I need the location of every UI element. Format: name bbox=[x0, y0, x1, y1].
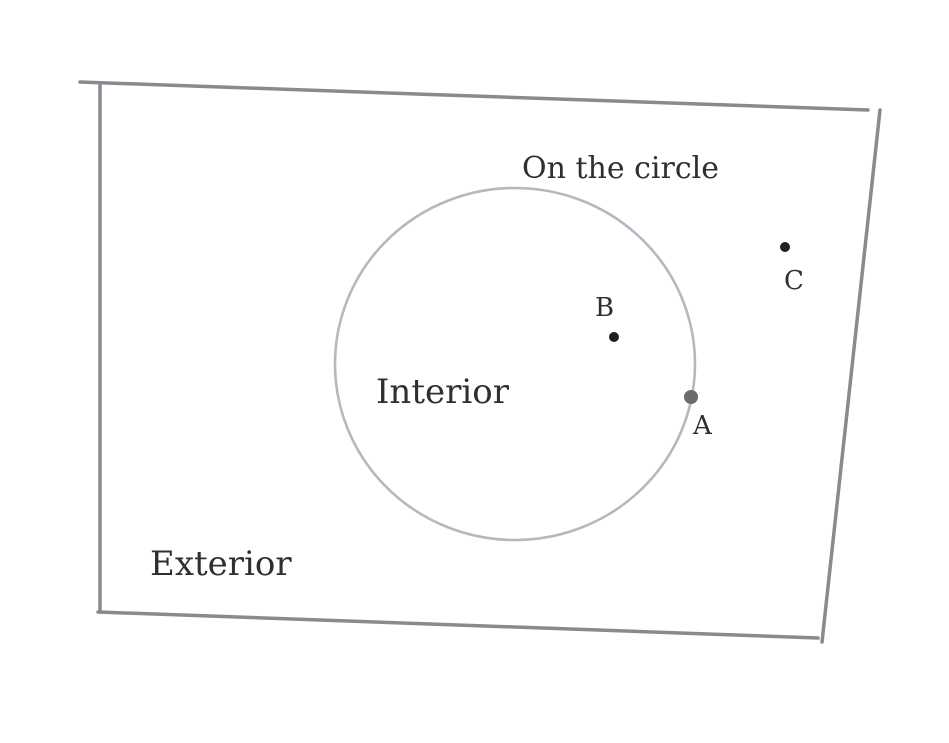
circle bbox=[333, 186, 697, 542]
point-c-dot bbox=[780, 242, 790, 252]
on-circle-label: On the circle bbox=[522, 151, 719, 186]
point-a-dot bbox=[684, 390, 698, 404]
point-c-label: C bbox=[784, 266, 804, 296]
point-a-label: A bbox=[692, 411, 713, 441]
interior-label: Interior bbox=[376, 372, 510, 412]
point-b-dot bbox=[609, 332, 619, 342]
exterior-frame bbox=[78, 80, 882, 644]
point-b-label: B bbox=[595, 293, 614, 323]
exterior-label: Exterior bbox=[150, 544, 292, 584]
